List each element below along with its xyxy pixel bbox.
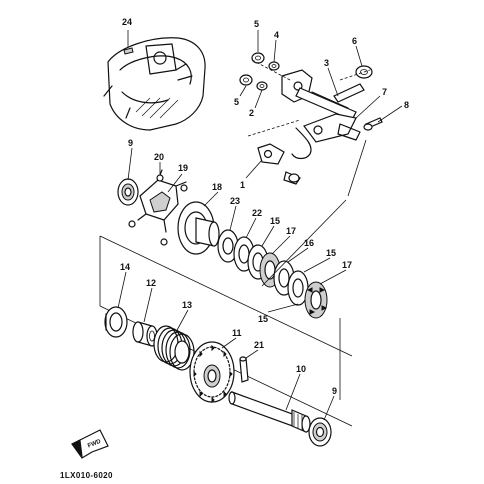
dowel-pin-24 [123, 47, 134, 55]
diagram-code: 1LX010-6020 [60, 471, 113, 480]
fwd-label: FWD [87, 439, 103, 450]
gear-11 [189, 341, 235, 404]
callout-15-c: 15 [258, 314, 268, 324]
callout-13: 13 [182, 300, 192, 310]
callout-11: 11 [232, 328, 242, 338]
shift-lever-assembly [239, 52, 383, 185]
callout-1: 1 [240, 180, 245, 190]
callout-labels: 24 5 4 3 6 5 2 7 8 1 9 20 19 18 23 22 15… [120, 17, 409, 396]
callout-7: 7 [382, 87, 387, 97]
callout-8: 8 [404, 100, 409, 110]
crankcase-section [103, 30, 206, 131]
callout-17-a: 17 [286, 226, 296, 236]
callout-23: 23 [230, 196, 240, 206]
clutch-hub-19 [128, 169, 194, 246]
callout-15-a: 15 [270, 216, 280, 226]
callout-15-b: 15 [326, 248, 336, 258]
callout-20: 20 [154, 152, 164, 162]
nut-5-lower [239, 74, 253, 86]
oil-seal-14 [104, 306, 128, 338]
callout-5-upper: 5 [254, 19, 259, 29]
clutch-plate-stack [217, 229, 328, 319]
callout-16: 16 [304, 238, 314, 248]
bearing-9-lower [308, 417, 332, 447]
spring-13 [153, 325, 195, 371]
shift-arm-7 [303, 113, 357, 143]
callout-22: 22 [252, 208, 262, 218]
callout-5-lower: 5 [234, 97, 239, 107]
fwd-arrow-icon: FWD [71, 429, 109, 459]
callout-12: 12 [146, 278, 156, 288]
callout-24: 24 [122, 17, 132, 27]
callout-3: 3 [324, 58, 329, 68]
callout-2: 2 [249, 108, 254, 118]
nut-5-upper [251, 52, 265, 64]
callout-6: 6 [352, 36, 357, 46]
washer-2 [256, 81, 268, 91]
primary-drive-18 [177, 201, 220, 255]
washer-4 [268, 61, 280, 71]
shaft-10 [228, 391, 311, 433]
callout-19: 19 [178, 163, 188, 173]
collar-12 [132, 321, 158, 347]
callout-9-upper: 9 [128, 138, 133, 148]
callout-10: 10 [296, 364, 306, 374]
callout-4: 4 [274, 30, 279, 40]
callout-21: 21 [254, 340, 264, 350]
callout-18: 18 [212, 182, 222, 192]
callout-17-b: 17 [342, 260, 352, 270]
callout-14: 14 [120, 262, 130, 272]
callout-9-lower: 9 [332, 386, 337, 396]
bearing-9-upper [117, 178, 139, 206]
pin-21 [239, 356, 249, 383]
ball-20 [156, 174, 164, 182]
leader-lines [117, 30, 403, 421]
